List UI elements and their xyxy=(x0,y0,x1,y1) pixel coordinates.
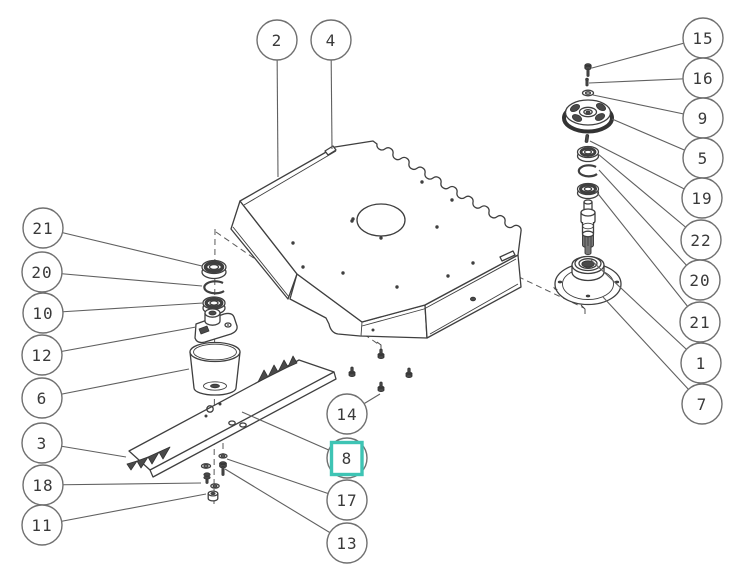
callout-4[interactable]: 4 xyxy=(310,19,352,61)
spindle-bolt xyxy=(584,63,592,77)
callout-9[interactable]: 9 xyxy=(682,97,724,139)
callout-7[interactable]: 7 xyxy=(681,383,723,425)
washer-flat xyxy=(210,483,220,489)
deck-clip-right xyxy=(499,250,516,262)
callout-19[interactable]: 19 xyxy=(681,177,723,219)
callout-17[interactable]: 17 xyxy=(326,479,368,521)
callout-8-highlighted[interactable]: 8 xyxy=(326,437,368,479)
blade-bolt-left xyxy=(203,472,211,484)
shaft-key xyxy=(584,134,590,143)
washer-small xyxy=(200,463,212,469)
svg-text:13: 13 xyxy=(336,534,357,553)
svg-text:15: 15 xyxy=(692,29,713,48)
blade-serrations-left xyxy=(126,446,171,471)
deck-bolt-holes xyxy=(291,180,475,289)
deck-skirt-walls xyxy=(230,200,522,339)
bearing-upper xyxy=(201,259,227,280)
deck-bolts xyxy=(348,348,413,393)
callout-20-left[interactable]: 20 xyxy=(21,251,63,293)
svg-text:11: 11 xyxy=(31,516,52,535)
svg-text:18: 18 xyxy=(32,476,53,495)
washer-right xyxy=(218,453,228,459)
blade-mounting-hardware xyxy=(200,453,228,502)
bearing-top-right xyxy=(576,145,600,163)
callout-2[interactable]: 2 xyxy=(256,19,298,61)
callout-21-right[interactable]: 21 xyxy=(679,301,721,343)
debris-cup xyxy=(189,341,241,396)
callout-10[interactable]: 10 xyxy=(22,292,64,334)
callout-12[interactable]: 12 xyxy=(21,334,63,376)
svg-text:2: 2 xyxy=(272,31,283,50)
callout-18[interactable]: 18 xyxy=(22,464,64,506)
snap-ring-right xyxy=(577,164,598,178)
svg-text:5: 5 xyxy=(698,149,709,168)
svg-text:19: 19 xyxy=(691,189,712,208)
selection-highlight-box xyxy=(329,440,364,477)
svg-text:12: 12 xyxy=(31,346,52,365)
bearing-bottom-right xyxy=(576,182,600,200)
pulley xyxy=(562,99,614,134)
svg-text:17: 17 xyxy=(336,491,357,510)
hex-nut xyxy=(207,490,219,502)
callout-16[interactable]: 16 xyxy=(682,57,724,99)
blade xyxy=(126,355,337,478)
svg-text:14: 14 xyxy=(336,405,357,424)
callout-3[interactable]: 3 xyxy=(21,422,63,464)
callout-11[interactable]: 11 xyxy=(21,504,63,546)
svg-text:1: 1 xyxy=(696,354,707,373)
svg-text:21: 21 xyxy=(689,313,710,332)
callout-6[interactable]: 6 xyxy=(21,377,63,419)
callout-15[interactable]: 15 xyxy=(682,17,724,59)
spindle-housing xyxy=(553,255,622,306)
deck-clip-front xyxy=(324,145,337,156)
callout-13[interactable]: 13 xyxy=(326,522,368,564)
mower-deck-top xyxy=(239,140,522,327)
spindle-pin xyxy=(585,77,589,87)
bolt xyxy=(348,366,356,378)
blade-serrations-right xyxy=(257,355,298,383)
svg-text:21: 21 xyxy=(32,219,53,238)
left-spindle-stack xyxy=(189,259,241,396)
svg-text:20: 20 xyxy=(689,271,710,290)
svg-text:22: 22 xyxy=(690,231,711,250)
spindle-assembly xyxy=(553,63,622,306)
svg-text:4: 4 xyxy=(326,31,337,50)
svg-text:16: 16 xyxy=(692,69,713,88)
svg-text:8: 8 xyxy=(342,449,353,468)
callout-20-right[interactable]: 20 xyxy=(679,259,721,301)
deck-center-hole xyxy=(356,203,406,237)
svg-text:20: 20 xyxy=(31,263,52,282)
callout-22[interactable]: 22 xyxy=(680,219,722,261)
svg-text:6: 6 xyxy=(37,389,48,408)
callout-5[interactable]: 5 xyxy=(682,137,724,179)
bolt xyxy=(405,367,413,379)
bolt xyxy=(377,348,385,360)
callout-21-left[interactable]: 21 xyxy=(22,207,64,249)
washer-top xyxy=(581,89,595,97)
callout-1[interactable]: 1 xyxy=(680,342,722,384)
svg-text:7: 7 xyxy=(697,395,708,414)
snap-ring-left xyxy=(203,280,225,295)
svg-text:3: 3 xyxy=(37,434,48,453)
bolt xyxy=(377,381,385,393)
callouts: 2 4 15 16 9 5 19 22 20 21 1 7 21 20 10 1… xyxy=(21,17,724,564)
spindle-shaft xyxy=(580,199,596,256)
callout-14[interactable]: 14 xyxy=(326,393,368,435)
blade-holes xyxy=(204,402,247,428)
blade-bolt-right xyxy=(219,461,227,476)
svg-text:10: 10 xyxy=(32,304,53,323)
blade-adapter xyxy=(194,308,238,344)
svg-text:9: 9 xyxy=(698,109,709,128)
